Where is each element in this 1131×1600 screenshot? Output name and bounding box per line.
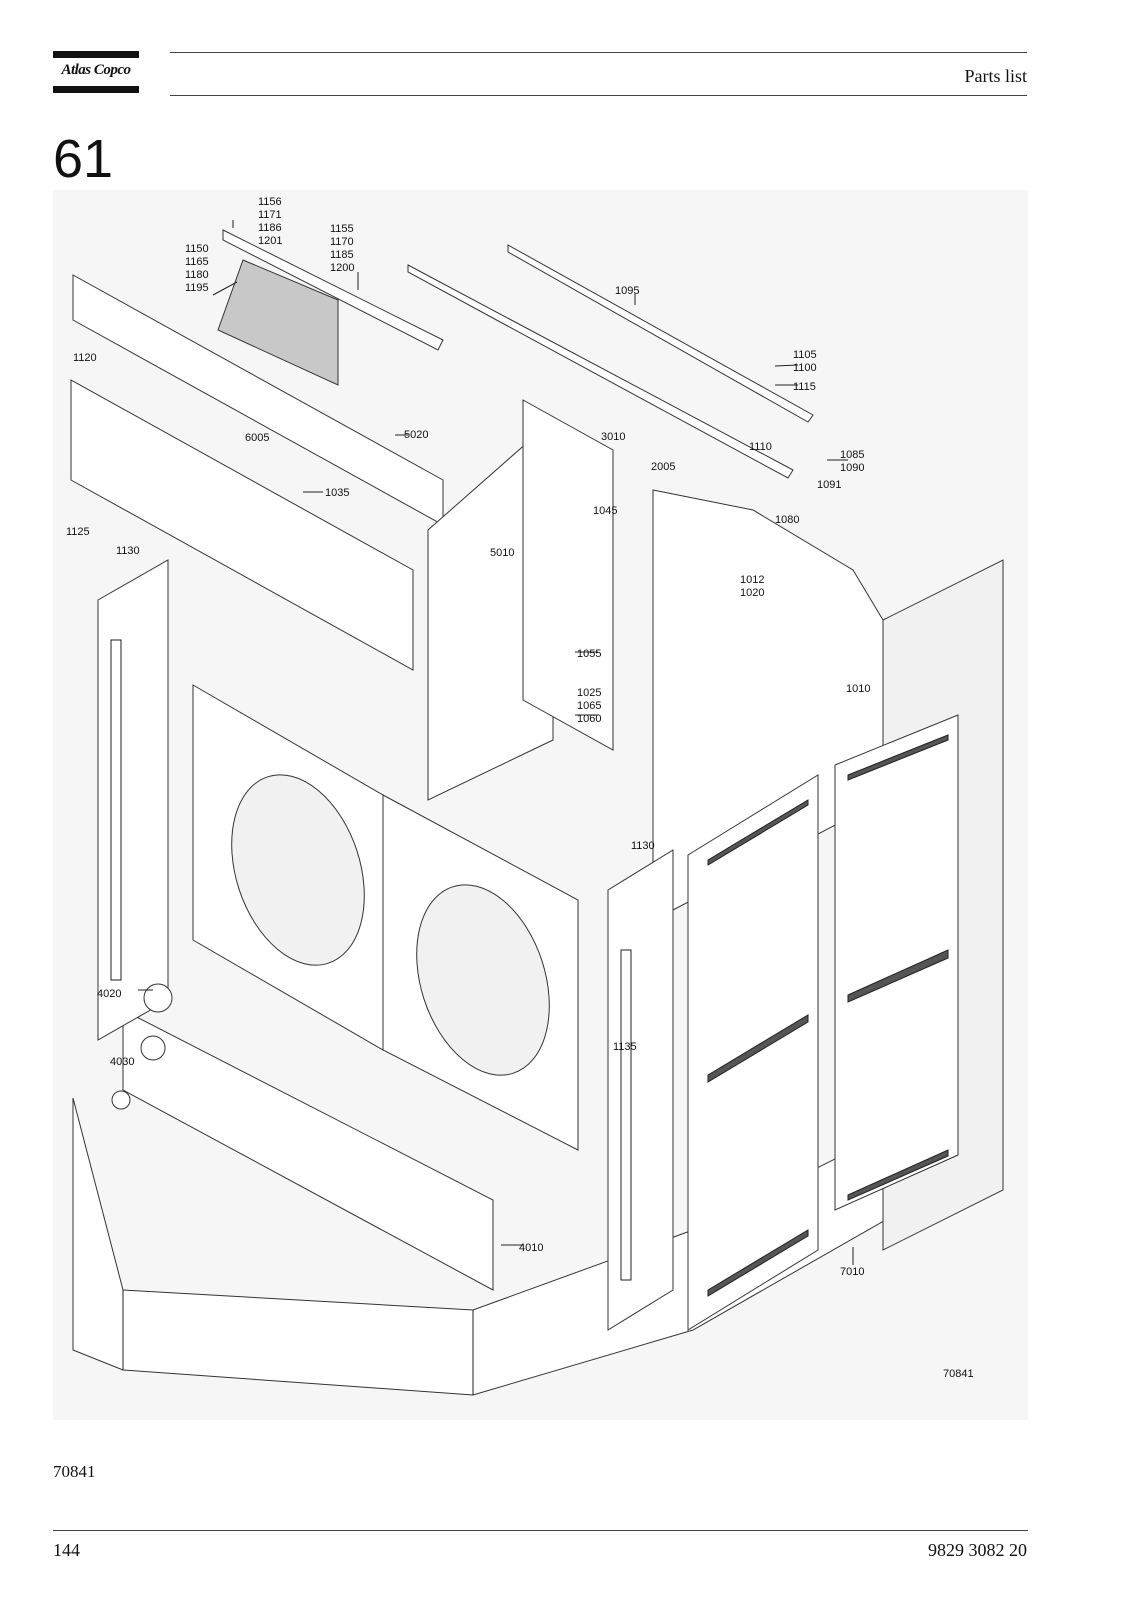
callout-1091: 1091 — [817, 479, 841, 491]
callout-1010: 1010 — [846, 683, 870, 695]
callout-2005: 2005 — [651, 461, 675, 473]
callout-1012: 1012 — [740, 574, 764, 586]
atlas-copco-logo: Atlas Copco — [53, 51, 139, 93]
callout-1165: 1165 — [185, 256, 209, 268]
door-mesh-mid — [707, 1014, 809, 1083]
callout-4020: 4020 — [97, 988, 121, 1000]
duct-panel-3010 — [522, 399, 614, 751]
front-bottom-panel — [122, 1009, 494, 1291]
callout-4010: 4010 — [519, 1242, 543, 1254]
section-number: 61 — [53, 129, 114, 189]
callout-1130-left: 1130 — [116, 545, 140, 557]
door-mesh-bottom — [707, 1229, 809, 1297]
rail-long — [407, 264, 794, 479]
callout-1125: 1125 — [66, 526, 90, 538]
document-number: 9829 3082 20 — [928, 1540, 1027, 1560]
fan-inlet-right — [416, 884, 550, 1076]
callout-1105: 1105 — [793, 349, 817, 361]
callout-1120: 1120 — [73, 352, 97, 364]
ring-4020 — [143, 983, 173, 1013]
duct-panel-5010 — [427, 418, 554, 801]
callout-1090: 1090 — [840, 462, 864, 474]
page-title: Parts list — [964, 66, 1027, 86]
callout-1201: 1201 — [258, 235, 282, 247]
figure-caption: 70841 — [53, 1462, 96, 1481]
panel-1150 — [217, 259, 339, 386]
callout-1186: 1186 — [258, 222, 282, 234]
footer-rule — [53, 1530, 1028, 1531]
logo-wordmark: Atlas Copco — [61, 62, 131, 78]
callout-1156: 1156 — [258, 196, 282, 208]
header-rule-top — [170, 52, 1027, 53]
exploded-view-drawing: 1156 1171 1186 1201 1155 1170 1185 1200 … — [53, 190, 1028, 1420]
callout-1095: 1095 — [615, 285, 639, 297]
callout-1130-right: 1130 — [631, 840, 655, 852]
door-mesh-top — [707, 799, 809, 866]
header-rule-bottom — [170, 95, 1027, 96]
callout-5020: 5020 — [404, 429, 428, 441]
callout-1065: 1065 — [577, 700, 601, 712]
logo-bar-bottom — [53, 86, 139, 93]
left-panel-slot — [110, 639, 122, 981]
callout-1155: 1155 — [330, 223, 354, 235]
callout-4030: 4030 — [110, 1056, 134, 1068]
base-frame-edges — [122, 1290, 474, 1395]
callout-5010: 5010 — [490, 547, 514, 559]
callout-7010: 7010 — [840, 1266, 864, 1278]
callout-1100: 1100 — [793, 362, 817, 374]
callout-1060: 1060 — [577, 713, 601, 725]
callout-1195: 1195 — [185, 282, 209, 294]
callout-1150: 1150 — [185, 243, 209, 255]
right-panel-slot — [620, 949, 632, 1281]
grommet-4030 — [111, 1090, 131, 1110]
left-side-panel — [97, 559, 169, 1041]
door-mesh-r-top — [847, 734, 949, 781]
front-upper-panel — [70, 379, 414, 671]
callout-1185: 1185 — [330, 249, 354, 261]
fan-inlet-left — [231, 774, 365, 966]
callout-1180: 1180 — [185, 269, 209, 281]
door-mesh-r-bottom — [847, 1149, 949, 1201]
callout-1171: 1171 — [258, 209, 282, 221]
rail-1095 — [507, 244, 814, 423]
callout-1020: 1020 — [740, 587, 764, 599]
callout-6005: 6005 — [245, 432, 269, 444]
page-number: 144 — [53, 1540, 80, 1560]
right-side-panel — [607, 849, 674, 1331]
callout-1035: 1035 — [325, 487, 349, 499]
logo-bar-top — [53, 51, 139, 58]
callout-1200: 1200 — [330, 262, 354, 274]
callout-1135: 1135 — [613, 1041, 637, 1053]
panel-hole — [140, 1035, 166, 1061]
filter-door-right — [834, 714, 959, 1211]
drawing-id-label: 70841 — [943, 1368, 974, 1380]
strip-1155 — [222, 229, 444, 351]
door-mesh-r-mid — [847, 949, 949, 1003]
callout-1110: 1110 — [749, 441, 772, 453]
callout-1025: 1025 — [577, 687, 601, 699]
callout-1045: 1045 — [593, 505, 617, 517]
callout-3010: 3010 — [601, 431, 625, 443]
leader-lines — [138, 220, 854, 1265]
drawing-canvas: 1156 1171 1186 1201 1155 1170 1185 1200 … — [53, 190, 1028, 1420]
callout-1085: 1085 — [840, 449, 864, 461]
callout-1115: 1115 — [793, 381, 816, 393]
callout-1055: 1055 — [577, 648, 601, 660]
callout-1080: 1080 — [775, 514, 799, 526]
callout-1170: 1170 — [330, 236, 354, 248]
